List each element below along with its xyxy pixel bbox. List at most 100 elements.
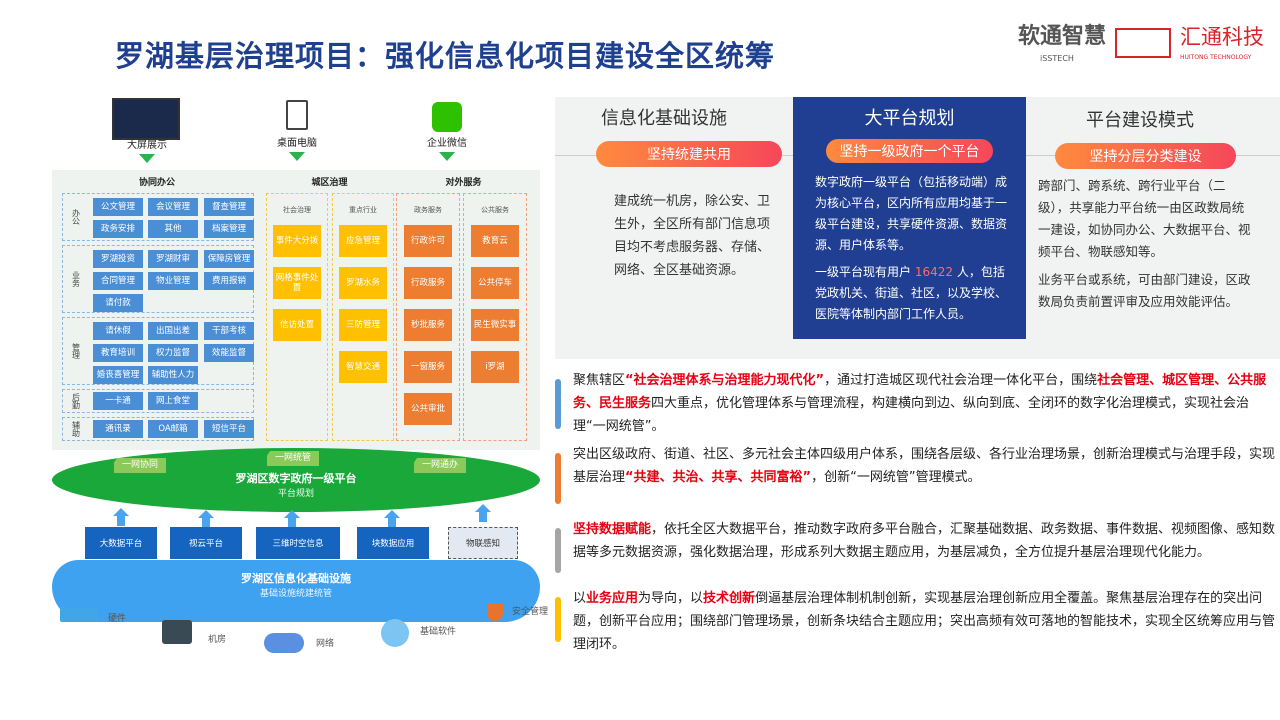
page-title: 罗湖基层治理项目：强化信息化项目建设全区统筹 [115,39,776,73]
app-box[interactable]: 信访处置 [273,309,321,341]
app-box[interactable]: 公文管理 [93,198,143,216]
block-text: 倒逼基层治理体制机制创新，实现基层治理创新应用全覆盖。聚焦基层治理存在的突出问题… [573,591,1276,652]
app-box[interactable]: 罗湖水务 [339,267,387,299]
infrastructure-cloud: 罗湖区信息化基础设施 基础设施统建统管 [52,560,540,622]
app-box[interactable]: 效能监督 [204,344,254,362]
app-box[interactable]: 教育云 [471,225,519,257]
arrow-up-icon [113,508,129,526]
cloud-subtitle: 基础设施统建统管 [259,589,332,599]
panel-title: 平台建设模式 [1086,110,1194,131]
block-text: 以 [573,591,587,606]
app-box[interactable]: 公共审批 [404,393,452,425]
server-room-icon [162,620,192,644]
text-block: 突出区级政府、街道、社区、多元社会主体四级用户体系，围绕各层级、各行业治理场景，… [573,443,1278,489]
block-marker [555,528,561,573]
users-pre: 一级平台现有用户 [815,265,915,279]
arrow-up-icon [475,504,491,522]
highlight-text: 坚持数据赋能 [573,522,652,537]
app-box[interactable]: 政务安排 [93,220,143,238]
app-box[interactable]: 罗湖投资 [93,250,143,268]
app-box[interactable]: 应急管理 [339,225,387,257]
digital-gov-platform: 一网协同 一网统管 一网通办 罗湖区数字政府一级平台 平台规划 [52,448,540,512]
huitong-logo: 汇通科技 [1180,25,1264,49]
text-block-item: 聚焦辖区“社会治理体系与治理能力现代化”，通过打造城区现代社会治理一体化平台，围… [555,369,1278,443]
panel-pill: 坚持统建共用 [596,141,782,167]
app-box[interactable]: OA邮箱 [148,420,198,438]
big-screen-label: 大屏展示 [127,140,167,151]
cloud-title: 罗湖区信息化基础设施 [241,572,351,585]
app-box[interactable]: 网上食堂 [148,392,198,410]
app-box[interactable]: 行政许可 [404,225,452,257]
app-box[interactable]: 教育培训 [93,344,143,362]
app-box[interactable]: 智慧交通 [339,351,387,383]
app-box[interactable]: 一卡通 [93,392,143,410]
app-box[interactable]: i罗湖 [471,351,519,383]
text-block: 聚焦辖区“社会治理体系与治理能力现代化”，通过打造城区现代社会治理一体化平台，围… [573,369,1278,438]
ext_cols-column: 公共服务教育云公共停车民生微实事 i罗湖 [463,193,527,441]
app-box[interactable]: 请休假 [93,322,143,340]
platform-title: 罗湖区数字政府一级平台 [235,472,357,485]
network-icon [264,633,304,653]
app-box[interactable]: 请付款 [93,294,143,312]
section-office: 协同办公 [138,178,175,188]
city_cols-column: 重点行业应急管理罗湖水务三防管理智慧交通 [332,193,394,441]
panel-highlight [793,97,1026,339]
user-count: 16422 [914,265,954,279]
panel-text: 数字政府一级平台（包括移动端）成为核心平台，区内所有应用均基于一级平台建设，共享… [815,172,1013,331]
column-label: 社会治理 [283,206,311,214]
app-box[interactable]: 通讯录 [93,420,143,438]
app-box[interactable]: 行政服务 [404,267,452,299]
wecom: 企业微信 [412,102,482,161]
app-box[interactable]: 秒批服务 [404,309,452,341]
app-box[interactable]: 婚丧喜管理 [93,366,143,384]
panel-para: 建成统一机房，除公安、卫生外，全区所有部门信息项目均不考虑服务器、存储、网络、全… [614,194,771,278]
app-box[interactable]: 民生微实事 [471,309,519,341]
app-box[interactable]: 罗湖财审 [148,250,198,268]
infra-label: 硬件 [108,614,127,624]
huitong-logo-mark [1115,28,1171,58]
monitor-icon [112,98,180,140]
app-box[interactable]: 干部考核 [204,322,254,340]
text-blocks: 聚焦辖区“社会治理体系与治理能力现代化”，通过打造城区现代社会治理一体化平台，围… [555,369,1278,656]
column-label: 公共服务 [481,206,509,214]
big-screen: 大屏展示 [112,98,182,163]
app-box[interactable]: 档案管理 [204,220,254,238]
app-box[interactable]: 物业管理 [148,272,198,290]
app-box[interactable]: 公共停车 [471,267,519,299]
office-group: 管理请休假出国出差干部考核教育培训权力监督效能监督婚丧喜管理辅助性人力 [62,317,254,385]
app-box[interactable]: 保障房管理 [204,250,254,268]
app-box[interactable]: 短信平台 [204,420,254,438]
application-diagram: 协同办公 城区治理 对外服务 办公公文管理会议管理督查管理政务安排其他档案管理业… [52,170,540,450]
app-box[interactable]: 事件大分拨 [273,225,321,257]
infra-label: 机房 [208,635,227,645]
infra-label: 基础软件 [420,627,457,637]
arrow-up-icon [284,510,300,528]
highlight-text: “社会治理体系与治理能力现代化” [625,373,825,388]
app-box[interactable]: 权力监督 [148,344,198,362]
panel-para: 业务平台或系统，可由部门建设，区政数局负责前置评审及应用效能评估。 [1038,272,1251,309]
group-label: 辅助 [71,421,81,437]
block-text: ，依托全区大数据平台，推动数字政府多平台融合，汇聚基础数据、政务数据、事件数据、… [573,522,1276,560]
users-post: 人，包括党政机关、街道、社区，以及学校、医院等体制内部门工作人员。 [815,265,1008,321]
isstech-logo-sub: iSSTECH [1040,54,1074,63]
app-box[interactable]: 费用报销 [204,272,254,290]
app-box[interactable]: 辅助性人力 [148,366,198,384]
app-box[interactable]: 其他 [148,220,198,238]
desktop-label: 桌面电脑 [277,138,317,149]
group-label: 业务 [71,271,81,287]
group-label: 办公 [71,209,81,225]
app-box[interactable]: 三防管理 [339,309,387,341]
app-box[interactable]: 会议管理 [148,198,198,216]
section-city: 城区治理 [311,178,348,188]
office-group: 业务罗湖投资罗湖财审保障房管理合同管理物业管理费用报销请付款 [62,245,254,313]
wecom-label: 企业微信 [427,138,467,149]
platform-tag: 一网协同 [114,458,167,473]
app-box[interactable]: 出国出差 [148,322,198,340]
platform-box: 大数据平台 [85,527,157,559]
app-box[interactable]: 网格事件处置 [273,267,321,299]
block-text: 四大重点，优化管理体系与管理流程，构建横向到边、纵向到底、全闭环的数字化治理模式… [573,396,1250,434]
app-box[interactable]: 一窗服务 [404,351,452,383]
app-box[interactable]: 合同管理 [93,272,143,290]
office-group: 辅助通讯录 OA邮箱短信平台 [62,417,254,441]
app-box[interactable]: 督查管理 [204,198,254,216]
